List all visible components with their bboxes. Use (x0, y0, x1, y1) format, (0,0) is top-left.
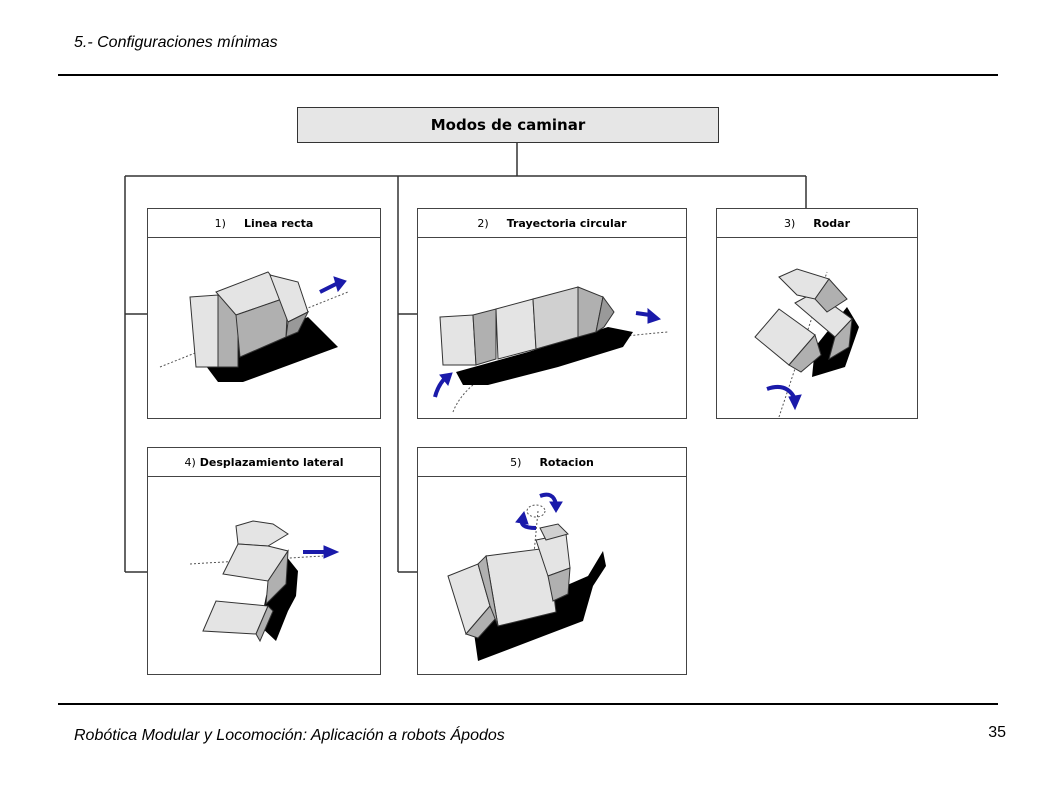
panel-header: 3) Rodar (717, 209, 917, 238)
footer-title: Robótica Modular y Locomoción: Aplicació… (74, 727, 505, 744)
robot-illustration (433, 286, 669, 413)
mode-number: 4) (184, 455, 196, 469)
mode-panel-rotacion: 5) Rotacion (417, 447, 687, 675)
direction-arrow-icon (766, 385, 802, 411)
direction-arrow-icon (303, 545, 340, 559)
module-block (285, 310, 310, 338)
mode-number: 1) (214, 216, 226, 230)
module-block (222, 543, 289, 582)
module-block (595, 295, 615, 334)
panel-header: 1) Linea recta (148, 209, 380, 238)
module-block (814, 278, 848, 313)
module-block (255, 605, 274, 643)
module-block (235, 520, 289, 547)
panel-header: 4) Desplazamiento lateral (148, 448, 380, 477)
module-block (828, 317, 853, 361)
module-block (539, 523, 569, 541)
module-block (495, 298, 537, 360)
module-block (265, 549, 289, 606)
module-block (472, 308, 497, 366)
mode-label: Desplazamiento lateral (199, 455, 344, 469)
mode-panel-trayectoria-circular: 2) Trayectoria circular (417, 208, 687, 419)
section-title: 5.- Configuraciones mínimas (74, 34, 278, 51)
mode-label: Rotacion (539, 455, 594, 469)
robot-illustration (189, 520, 340, 643)
page-number: 35 (988, 724, 1006, 741)
mode-number: 5) (510, 455, 522, 469)
root-node: Modos de caminar (297, 107, 719, 143)
mode-panel-linea-recta: 1) Linea recta (147, 208, 381, 419)
mode-number: 3) (783, 216, 796, 230)
module-block (547, 567, 571, 602)
panel-header: 5) Rotacion (418, 448, 686, 477)
mode-label: Rodar (813, 216, 851, 230)
module-block (788, 333, 822, 373)
module-block (477, 554, 499, 627)
panel-header: 2) Trayectoria circular (418, 209, 686, 238)
module-block (439, 314, 477, 366)
header-rule (58, 74, 998, 76)
module-block (189, 294, 219, 368)
robot-illustration (447, 492, 606, 661)
robot-illustration (754, 268, 859, 417)
shadow-shape (456, 327, 633, 385)
robot-illustration (159, 271, 349, 382)
direction-arrow-icon (319, 276, 347, 294)
rotation-arrow-icon (515, 492, 563, 530)
mode-panel-rodar: 3) Rodar (716, 208, 918, 419)
mode-label: Trayectoria circular (506, 216, 627, 230)
mode-label: Linea recta (243, 216, 314, 230)
direction-arrow-icon (433, 307, 662, 398)
mode-number: 2) (477, 216, 489, 230)
mode-panel-desplazamiento-lateral: 4) Desplazamiento lateral (147, 447, 381, 675)
footer-rule (58, 703, 998, 705)
